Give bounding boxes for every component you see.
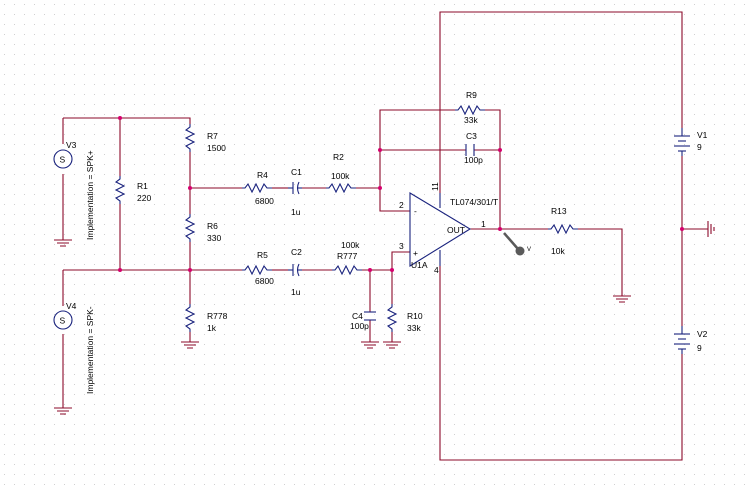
resistor-r7-ref: R7 [207,131,218,141]
resistor-r777-ref: R777 [337,251,358,261]
opamp-plus: + [413,248,418,258]
resistor-r7[interactable]: R7 1500 [184,124,226,153]
ground-c4 [361,341,379,349]
ground-r778 [181,341,199,349]
resistor-r1-ref: R1 [137,181,148,191]
resistor-r4[interactable]: R4 6800 [242,170,274,206]
voltage-probe[interactable]: V [503,232,531,256]
source-v4-ref: V4 [66,301,77,311]
capacitor-c2[interactable]: C2 1u [288,247,302,297]
ground-r10 [383,341,401,349]
resistor-r9-value: 33k [464,115,478,125]
junction-dots [118,116,684,272]
capacitor-c3-value: 100p [464,155,483,165]
opamp-minus: - [414,206,417,216]
battery-v2[interactable]: V2 9 [674,326,708,354]
capacitor-c2-ref: C2 [291,247,302,257]
source-v4[interactable]: S V4 Implementation = SPK- [53,301,95,394]
capacitor-c2-value: 1u [291,287,301,297]
battery-v1-value: 9 [697,142,702,152]
source-v3-symbol: S [60,155,66,165]
battery-v2-value: 9 [697,343,702,353]
opamp-pin-vneg: 4 [434,265,439,275]
ground-v3 [54,239,72,247]
capacitor-c4-value: 100p [350,321,369,331]
resistor-r2-ref: R2 [333,152,344,162]
wires [62,11,708,461]
capacitor-c4[interactable]: C4 100p [350,311,376,331]
resistor-r9-ref: R9 [466,90,477,100]
opamp-pin-out: 1 [481,219,486,229]
source-v4-impl: Implementation = SPK- [85,306,95,394]
resistor-r2[interactable]: R2 100k [326,152,356,194]
capacitor-c3[interactable]: C3 100p [464,131,483,165]
resistor-r778[interactable]: R778 1k [184,304,228,333]
opamp-ref: U1A [411,260,428,270]
battery-v1[interactable]: V1 9 [674,128,708,156]
opamp-pin-noninv: 3 [399,241,404,251]
capacitor-c4-ref: C4 [352,311,363,321]
resistor-r4-ref: R4 [257,170,268,180]
opamp-pin-inv: 2 [399,200,404,210]
ground-supply [707,221,715,237]
opamp-part: TL074/301/T [450,197,498,207]
resistor-r4-value: 6800 [255,196,274,206]
battery-v2-ref: V2 [697,329,708,339]
opamp-out-label: OUT [447,225,465,235]
source-v3-ref: V3 [66,140,77,150]
resistor-r2-value: 100k [331,171,350,181]
source-v3-impl: Implementation = SPK+ [85,150,95,240]
opamp-pin-vpos: 11 [430,182,440,191]
resistor-r778-value: 1k [207,323,217,333]
resistor-r5[interactable]: R5 6800 [242,250,274,286]
source-v3[interactable]: S V3 Implementation = SPK+ [53,140,95,240]
voltage-probe-label: V [527,247,531,253]
resistor-r9[interactable]: R9 33k [455,90,485,125]
resistor-r1[interactable]: R1 220 [114,176,151,204]
resistor-r7-value: 1500 [207,143,226,153]
source-v4-symbol: S [60,316,66,326]
capacitor-c1-ref: C1 [291,167,302,177]
resistor-r777[interactable]: 100k R777 [332,240,362,276]
capacitor-c3-ref: C3 [466,131,477,141]
opamp-u1a[interactable]: - + OUT TL074/301/T U1A 2 3 1 11 4 [399,182,498,275]
resistor-r6-ref: R6 [207,221,218,231]
resistor-r10-value: 33k [407,323,421,333]
resistor-r10[interactable]: R10 33k [386,304,423,333]
ground-v4 [54,407,72,415]
resistor-r1-value: 220 [137,193,151,203]
capacitor-c1-value: 1u [291,207,301,217]
capacitor-c1[interactable]: C1 1u [288,167,302,217]
resistor-r13-value: 10k [551,246,565,256]
battery-v1-ref: V1 [697,130,708,140]
ground-r13 [613,295,631,303]
resistor-r13[interactable]: R13 10k [548,206,578,256]
resistor-r5-value: 6800 [255,276,274,286]
resistor-r778-ref: R778 [207,311,228,321]
resistor-r5-ref: R5 [257,250,268,260]
resistor-r10-ref: R10 [407,311,423,321]
resistor-r6[interactable]: R6 330 [184,214,221,243]
resistor-r777-value: 100k [341,240,360,250]
resistor-r6-value: 330 [207,233,221,243]
resistor-r13-ref: R13 [551,206,567,216]
